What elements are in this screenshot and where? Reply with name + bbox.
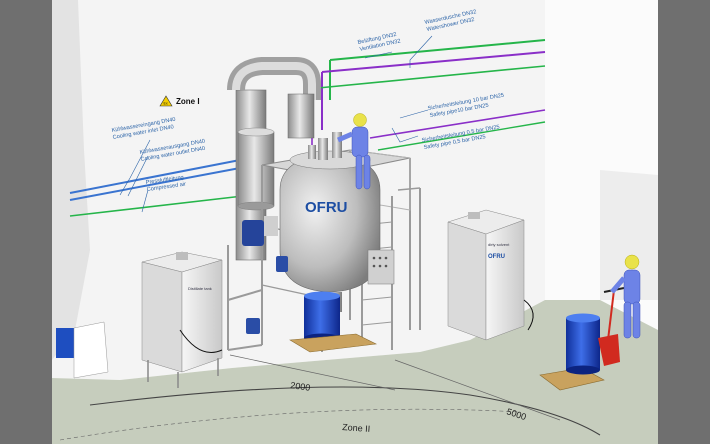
distillate-tank-label: Distillate tank bbox=[188, 286, 212, 291]
worker-right bbox=[610, 254, 641, 339]
ex-zone-sign: Ex Zone I bbox=[159, 95, 200, 107]
zone-boundary-line bbox=[89, 386, 601, 436]
floor bbox=[52, 300, 658, 444]
dirty-solvent-tank-label: dirty solvent bbox=[488, 242, 510, 247]
pallet-center bbox=[289, 333, 378, 353]
label-pressluft-de: Pressluftleitung bbox=[145, 175, 184, 186]
blue-box-left bbox=[56, 328, 74, 358]
zone-1-label: Zone I bbox=[176, 97, 200, 106]
control-panel bbox=[367, 249, 395, 285]
worker-platform bbox=[337, 113, 371, 190]
dimension-2000: 2000 bbox=[290, 380, 311, 393]
distillate-tank: Distillate tank bbox=[141, 251, 223, 388]
label-pressluft-en: Compressed air bbox=[146, 182, 186, 193]
pipe-network bbox=[69, 39, 546, 217]
barrel-center bbox=[304, 291, 340, 343]
dimension-line-2000 bbox=[229, 354, 396, 391]
zone-2-label: Zone II bbox=[342, 422, 371, 434]
brand-logo-right-tank: OFRU bbox=[488, 254, 505, 260]
pump-units bbox=[242, 216, 288, 334]
dimension-line-5000 bbox=[394, 359, 561, 421]
control-panel-buttons bbox=[372, 256, 388, 268]
dirty-solvent-tank: dirty solvent OFRU bbox=[447, 209, 534, 341]
barrel-right bbox=[539, 313, 605, 391]
reactor-vessel: OFRU bbox=[279, 132, 381, 312]
pallet-truck bbox=[598, 287, 625, 366]
svg-text:Ex: Ex bbox=[164, 102, 168, 106]
brand-logo-vessel: OFRU bbox=[305, 199, 348, 216]
annotation-leaders bbox=[119, 35, 433, 213]
